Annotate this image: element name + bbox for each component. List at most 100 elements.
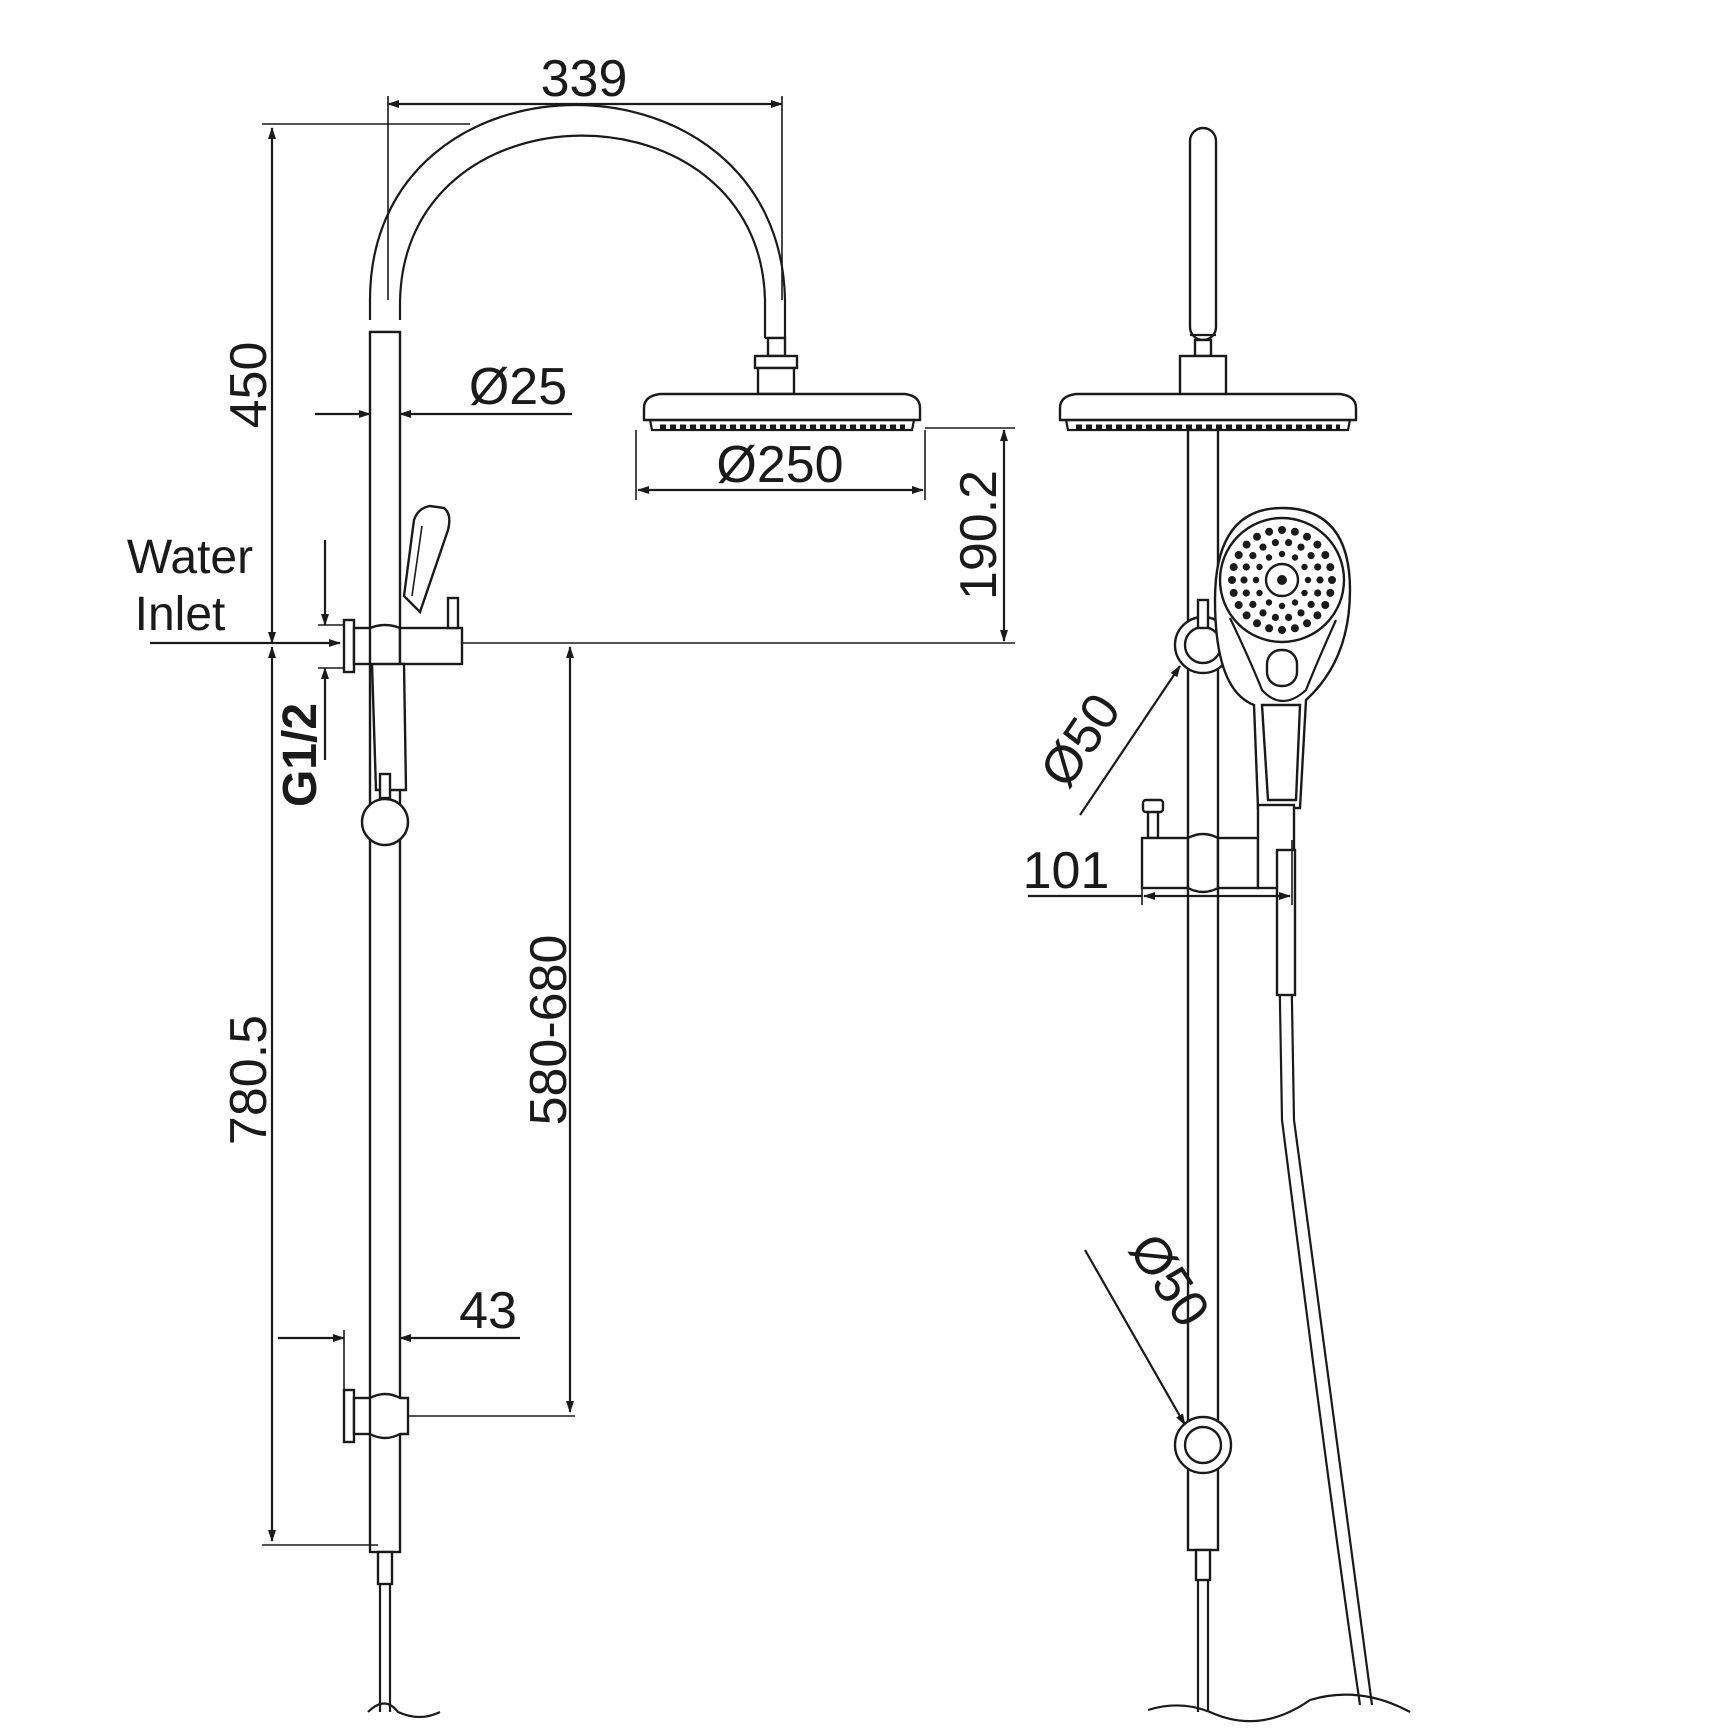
bottom-wall-bracket bbox=[342, 1388, 410, 1444]
nozzle-dot bbox=[1313, 611, 1322, 620]
gooseneck-arm-inner bbox=[398, 134, 767, 338]
nozzle-dot bbox=[1242, 540, 1251, 549]
nozzle-dot bbox=[1321, 551, 1330, 559]
nozzle-dot bbox=[1278, 602, 1286, 610]
dim-50-upper-leader bbox=[1079, 665, 1181, 816]
rain-shower-head bbox=[642, 392, 922, 432]
nozzle-dot bbox=[1265, 624, 1274, 633]
lower-knob bbox=[1183, 1425, 1223, 1465]
dim-250-label: Ø250 bbox=[716, 436, 843, 494]
floor-break-left bbox=[367, 1702, 441, 1719]
water-inlet-label-line2: Inlet bbox=[135, 588, 226, 641]
nozzle-dot bbox=[1314, 589, 1322, 597]
dim-101-label: 101 bbox=[1023, 842, 1110, 900]
mode-button[interactable] bbox=[1265, 648, 1299, 688]
dim-43-label: 43 bbox=[459, 1282, 517, 1340]
nozzle-dot bbox=[1253, 532, 1261, 541]
nozzle-dot bbox=[1301, 589, 1308, 597]
nozzle-dot bbox=[1229, 588, 1238, 597]
nozzle-dot bbox=[1307, 552, 1315, 560]
nozzle-dot bbox=[1321, 601, 1330, 609]
nozzle-dot bbox=[1301, 563, 1308, 571]
nozzle-dot bbox=[1256, 563, 1263, 571]
nozzle-dot bbox=[1313, 540, 1322, 549]
handset-neck-outline bbox=[1229, 617, 1338, 703]
dim-50-lower-leader bbox=[1084, 1249, 1186, 1426]
upper-knob-stem bbox=[1196, 598, 1210, 630]
nozzle-dot bbox=[1297, 543, 1305, 551]
nozzle-dot bbox=[1303, 619, 1311, 628]
nozzle-dot bbox=[1314, 563, 1322, 571]
nozzle-dot bbox=[1259, 609, 1267, 617]
shower-hose-outer bbox=[1276, 887, 1362, 1706]
head-nut-lower bbox=[756, 366, 796, 396]
holder-clamp-left bbox=[1140, 836, 1190, 890]
nozzle-dot bbox=[1285, 613, 1293, 622]
handset-front bbox=[1213, 506, 1352, 810]
shower-hose-inner bbox=[1288, 887, 1374, 1706]
nozzle-dot bbox=[1265, 599, 1273, 606]
holder-pin bbox=[1146, 808, 1160, 840]
front-view: 339 450 Ø25 Ø250 190.2 580-680 780.5 43 bbox=[127, 50, 1015, 1719]
knob-stem bbox=[378, 772, 392, 800]
side-head-nut bbox=[1178, 354, 1228, 398]
nozzle-dot bbox=[1229, 563, 1238, 572]
nozzle-dot bbox=[1316, 576, 1324, 584]
holder-clamp-mid bbox=[1186, 832, 1220, 894]
water-inlet-label-line1: Water bbox=[127, 531, 253, 584]
handset-side bbox=[370, 504, 451, 792]
nozzle-dot bbox=[1290, 527, 1299, 536]
nozzle-dot bbox=[1290, 624, 1299, 633]
handset-nozzles bbox=[1228, 526, 1336, 634]
nozzle-dot bbox=[1252, 576, 1260, 584]
dim-25-label: Ø25 bbox=[469, 358, 567, 416]
nozzle-dot bbox=[1326, 588, 1335, 597]
side-rail bbox=[1186, 428, 1220, 1552]
nozzle-dot bbox=[1328, 576, 1336, 584]
nozzle-dot bbox=[1307, 600, 1315, 609]
nozzle-dot bbox=[1249, 552, 1257, 560]
head-nut-upper bbox=[753, 354, 799, 370]
nozzle-dot bbox=[1291, 599, 1299, 606]
nozzle-dot bbox=[1278, 626, 1286, 634]
dim-450-label: 450 bbox=[220, 342, 278, 429]
nozzle-dot bbox=[1297, 609, 1305, 617]
thread-size-label: G1/2 bbox=[274, 703, 327, 807]
rain-shower-head-side bbox=[1058, 392, 1358, 432]
dim-339-label: 339 bbox=[541, 50, 628, 108]
dim-190-label: 190.2 bbox=[950, 470, 1008, 600]
nozzle-dot bbox=[1265, 527, 1274, 536]
nozzle-dot bbox=[1278, 550, 1286, 558]
nozzle-dot bbox=[1242, 563, 1250, 571]
dim-50-upper-label: Ø50 bbox=[1029, 684, 1132, 798]
nozzle-dot bbox=[1271, 613, 1279, 622]
nozzle-dot bbox=[1234, 551, 1243, 559]
slide-knob-front bbox=[360, 797, 410, 847]
arm-riser bbox=[1188, 126, 1218, 342]
dim-780-label: 780.5 bbox=[220, 1015, 278, 1145]
nozzle-dot bbox=[1304, 576, 1312, 584]
riser-connector bbox=[1193, 338, 1213, 358]
floor-break-right bbox=[1147, 1693, 1411, 1723]
nozzle-dot bbox=[1228, 576, 1236, 584]
holder-pin-cap bbox=[1141, 798, 1165, 814]
side-view: Ø50 Ø50 101 bbox=[1023, 126, 1411, 1723]
rail-bottom-fitting bbox=[376, 1550, 394, 1586]
nozzle-dot bbox=[1291, 554, 1299, 561]
nozzle-dot bbox=[1285, 539, 1293, 547]
nozzle-dot bbox=[1234, 601, 1243, 609]
side-rail-bottom bbox=[1194, 1548, 1212, 1582]
nozzle-dot bbox=[1249, 600, 1257, 609]
nozzle-dot bbox=[1271, 539, 1279, 547]
nozzle-dot bbox=[1256, 589, 1263, 597]
head-connector bbox=[766, 336, 787, 358]
holder-clamp-right bbox=[1216, 836, 1260, 890]
nozzle-dot bbox=[1259, 543, 1267, 551]
hose-connector bbox=[1275, 848, 1297, 997]
nozzle-dot bbox=[1240, 576, 1248, 584]
nozzle-dot bbox=[1242, 611, 1251, 620]
nozzle-dot bbox=[1253, 619, 1261, 628]
gooseneck-arm-outer bbox=[368, 104, 787, 338]
nozzle-dot bbox=[1303, 532, 1311, 541]
